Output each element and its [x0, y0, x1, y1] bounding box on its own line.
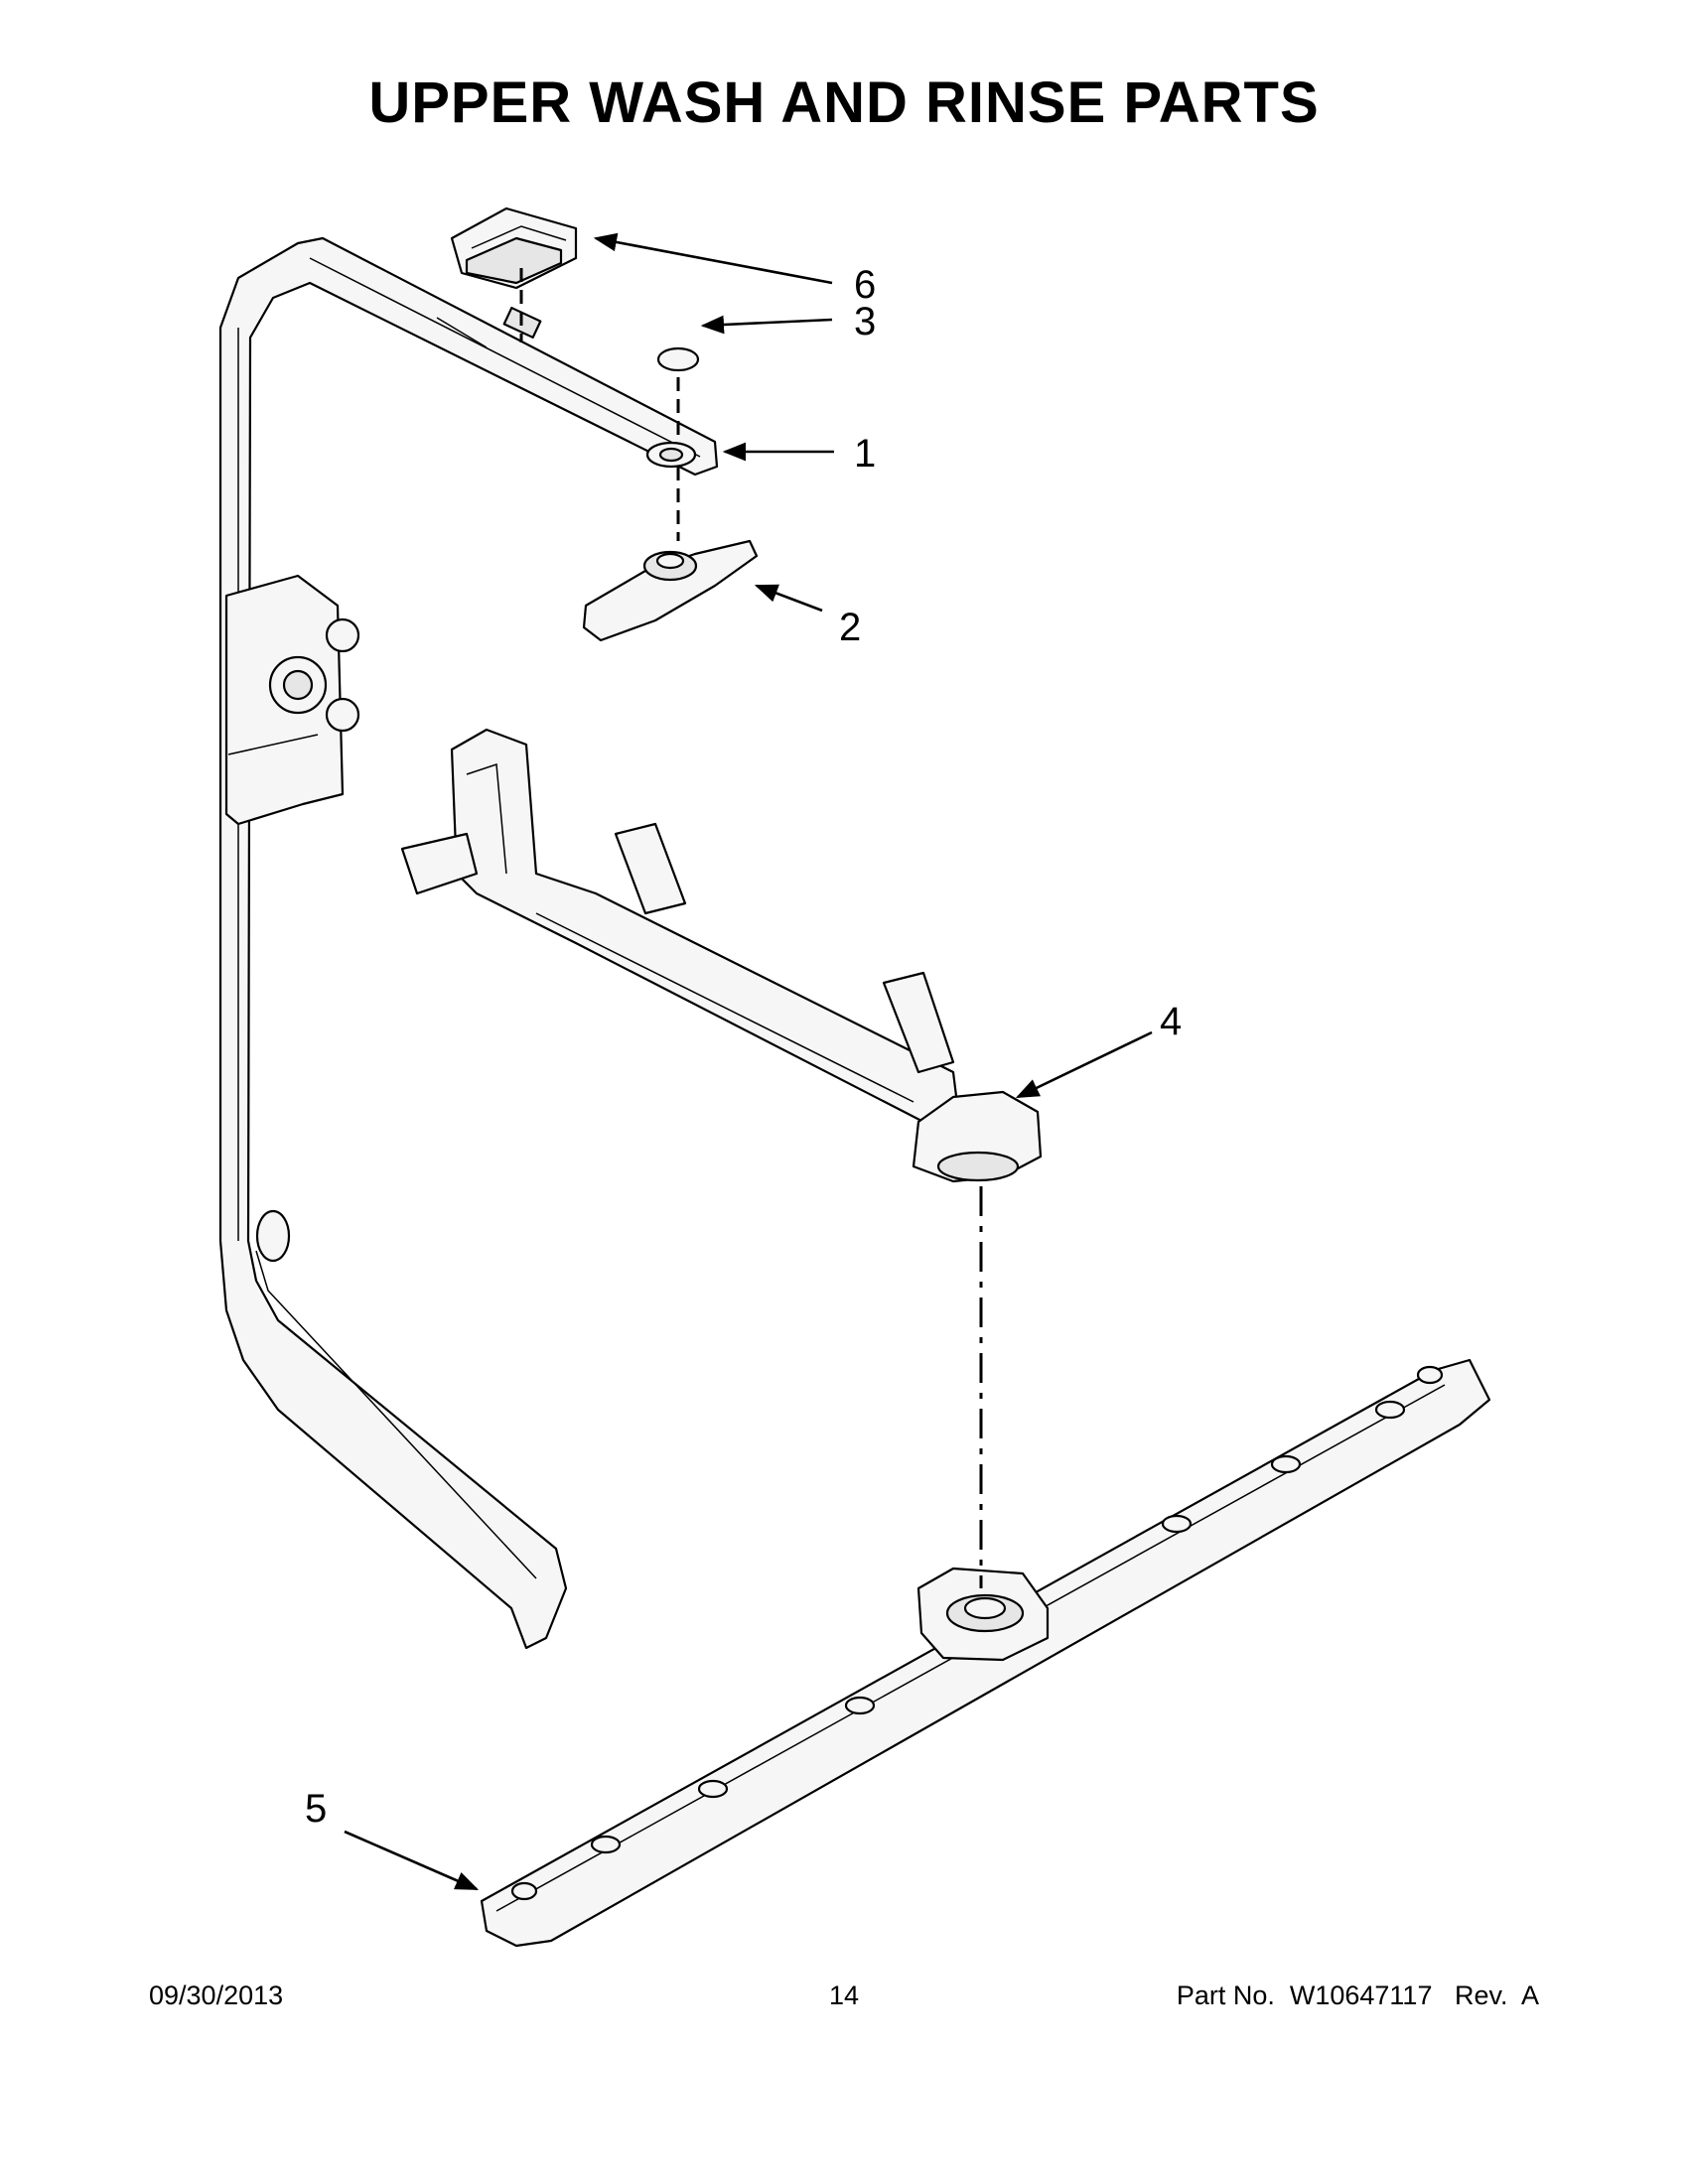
- top-clip-part-6: [450, 206, 578, 290]
- manifold-part-4: [400, 728, 1043, 1183]
- callout-4: 4: [1160, 1000, 1182, 1043]
- cap-part-3: [656, 346, 700, 372]
- footer-date: 09/30/2013: [149, 1980, 284, 2010]
- callout-1: 1: [854, 432, 876, 476]
- callout-leaders: [344, 232, 1153, 1891]
- page-title: UPPER WASH AND RINSE PARTS: [368, 70, 1320, 135]
- callout-3: 3: [854, 300, 876, 343]
- spray-hub-part-2: [582, 539, 759, 642]
- footer-part-number: Part No. W10647117 Rev. A: [1176, 1980, 1539, 2010]
- callout-6: 6: [854, 263, 876, 307]
- tube-clip-bracket: [224, 574, 360, 1263]
- callout-5: 5: [305, 1787, 327, 1831]
- footer-page-number: 14: [828, 1980, 860, 2010]
- spray-arm-part-5: [480, 1358, 1491, 1948]
- callout-2: 2: [839, 606, 861, 649]
- assembly-lines: [519, 268, 983, 1588]
